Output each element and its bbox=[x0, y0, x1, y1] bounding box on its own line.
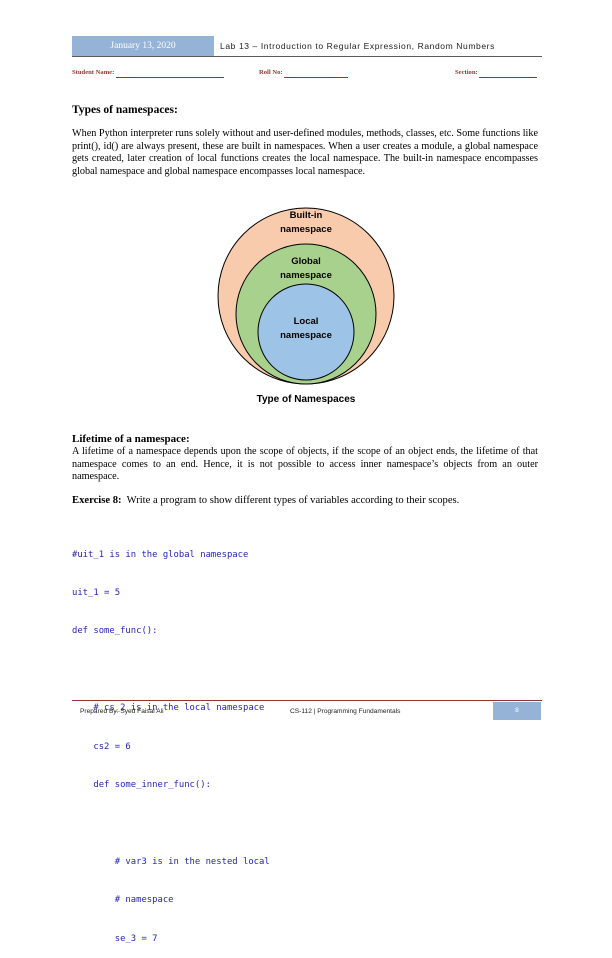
student-name-field: Student Name: bbox=[72, 68, 224, 78]
header-title: Lab 13 – Introduction to Regular Express… bbox=[220, 41, 495, 51]
section-field: Section: bbox=[455, 68, 538, 78]
local-label-1: Local bbox=[294, 316, 319, 327]
namespace-diagram: Built-in namespace Global namespace Loca… bbox=[217, 207, 395, 405]
footer-course: CS-112 | Programming Fundamentals bbox=[290, 708, 401, 715]
section-label: Section: bbox=[455, 69, 478, 76]
student-name-blank bbox=[115, 70, 224, 78]
global-label-2: namespace bbox=[280, 270, 332, 281]
code-line: def some_inner_func(): bbox=[72, 779, 211, 790]
types-paragraph: When Python interpreter runs solely with… bbox=[72, 128, 538, 177]
roll-no-field: Roll No: bbox=[259, 68, 349, 78]
lifetime-heading: Lifetime of a namespace: bbox=[72, 433, 190, 445]
lifetime-paragraph: A lifetime of a namespace depends upon t… bbox=[72, 446, 538, 483]
footer-rule bbox=[72, 700, 542, 702]
header-rule bbox=[72, 56, 542, 58]
code-block: #uit_1 is in the global namespace uit_1 … bbox=[72, 523, 270, 958]
footer-prepared-by: Prepared By: Syed Faisal Ali bbox=[80, 708, 164, 715]
code-line: # namespace bbox=[72, 895, 174, 906]
code-line: # var3 is in the nested local bbox=[72, 856, 270, 867]
builtin-label-1: Built-in bbox=[290, 210, 323, 221]
code-line bbox=[72, 664, 270, 677]
code-line: def some_func(): bbox=[72, 626, 158, 637]
exercise-text: Write a program to show different types … bbox=[126, 495, 460, 506]
header-date: January 13, 2020 bbox=[72, 36, 214, 56]
exercise-label: Exercise 8: bbox=[72, 495, 122, 506]
exercise-line: Exercise 8: Write a program to show diff… bbox=[72, 495, 538, 508]
code-line: uit_1 = 5 bbox=[72, 587, 121, 598]
footer-page-number: 8 bbox=[493, 702, 541, 720]
builtin-label-2: namespace bbox=[280, 224, 332, 235]
code-line: cs2 = 6 bbox=[72, 741, 131, 752]
section-blank bbox=[479, 70, 538, 78]
global-label-1: Global bbox=[291, 256, 321, 267]
code-line: se_3 = 7 bbox=[72, 933, 158, 944]
local-label-2: namespace bbox=[280, 330, 332, 341]
student-name-label: Student Name: bbox=[72, 69, 115, 76]
code-line: # cs_2 is in the local namespace bbox=[72, 703, 265, 714]
local-circle bbox=[257, 283, 355, 381]
code-line: #uit_1 is in the global namespace bbox=[72, 549, 249, 560]
diagram-caption: Type of Namespaces bbox=[257, 394, 356, 405]
types-heading: Types of namespaces: bbox=[72, 104, 178, 116]
code-line bbox=[72, 817, 270, 830]
roll-no-label: Roll No: bbox=[259, 69, 283, 76]
roll-no-blank bbox=[284, 70, 349, 78]
